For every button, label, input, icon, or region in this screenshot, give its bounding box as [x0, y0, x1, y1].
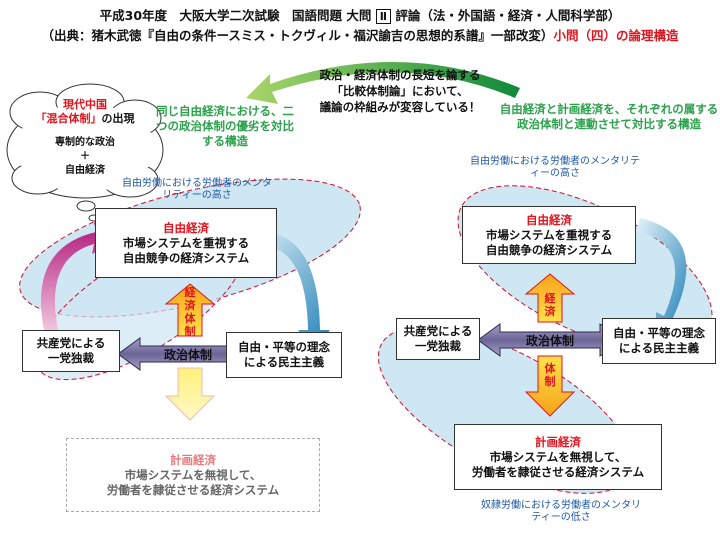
center-note: 政治・経済体制の長短を論する 「比較体制論」において、 議論の枠組みが変容してい… — [319, 68, 481, 114]
cloud-text: 現代中国 「混合体制」の出現 専制的な政治 ＋ 自由経済 — [35, 98, 135, 176]
right-mentality-high-label: 自由労働における労働者のメンタリティーの高さ — [470, 156, 640, 179]
right-econ-upper-label: 経済 — [544, 292, 556, 318]
left-political-label: 政治体制 — [163, 348, 212, 362]
right-planned-economy-box: 計画経済 市場システムを無視して、 労働者を隷従させる経済システム — [454, 424, 662, 490]
right-mentality-low-label: 奴隷労働における労働者のメンタリティーの低さ — [481, 500, 641, 523]
left-faint-down-arrow — [164, 367, 216, 421]
right-econ-arrow-down — [524, 355, 576, 417]
left-planned-economy-box: 計画経済 市場システムを無視して、 労働者を隷従させる経済システム — [66, 438, 320, 512]
right-free-economy-box: 自由経済 市場システムを重視する 自由競争の経済システム — [462, 206, 636, 264]
top-curved-arrow — [246, 61, 520, 104]
right-communist-box: 共産党による 一党独裁 — [396, 318, 480, 360]
page-subtitle: （出典：猪木武徳『自由の条件ースミス・トクヴィル・福沢諭吉の思想的系譜』一部改変… — [41, 28, 679, 43]
right-econ-arrow-up — [524, 273, 576, 323]
left-econ-arrow — [164, 283, 216, 337]
question-number-box: Ⅱ — [375, 9, 391, 24]
right-political-label: 政治体制 — [525, 334, 574, 348]
right-econ-lower-label: 体制 — [544, 362, 556, 388]
left-caption: 同じ自由経済における、二つの政治体制の優劣を対比する構造 — [156, 104, 294, 148]
right-caption: 自由経済と計画経済を、それぞれの属する政治体制と連動させて対比する構造 — [499, 102, 719, 131]
page-title: 平成30年度 大阪大学二次試験 国語問題 大問 Ⅱ 評論（法・外国語・経済・人間… — [99, 8, 621, 24]
left-democracy-box: 自由・平等の理念 による民主主義 — [226, 332, 342, 378]
right-blue-arrow — [636, 218, 687, 336]
left-econ-system-label: 経済体制 — [184, 286, 196, 338]
thought-cloud — [6, 83, 164, 222]
left-free-economy-box: 自由経済 市場システムを重視する 自由競争の経済システム — [95, 208, 277, 278]
left-communist-box: 共産党による 一党独裁 — [22, 330, 120, 372]
left-mentality-label: 自由労働における労働者のメンタリティーの高さ — [122, 178, 272, 201]
right-democracy-box: 自由・平等の理念 による民主主義 — [602, 318, 716, 364]
